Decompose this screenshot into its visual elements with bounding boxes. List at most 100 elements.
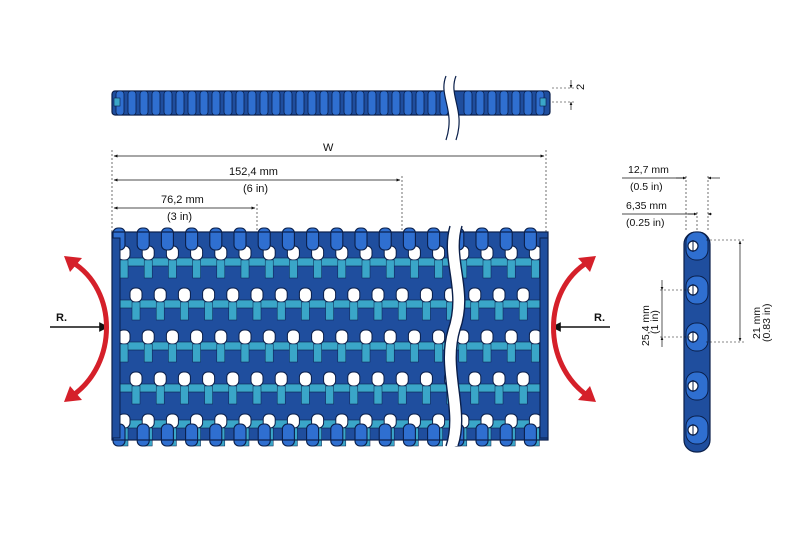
- belt-bottom-tooth: [209, 423, 223, 447]
- edge-segment: [475, 90, 485, 116]
- left-red-arrowhead-top: [64, 256, 82, 272]
- belt-opening: [395, 287, 409, 303]
- belt-bottom-tooth: [330, 423, 344, 447]
- belt-opening: [286, 329, 300, 345]
- belt-opening: [177, 371, 191, 387]
- edge-segment: [499, 90, 509, 116]
- side-pitch-in-label: (1 in): [649, 310, 661, 334]
- belt-opening: [480, 329, 494, 345]
- belt-connector: [531, 259, 540, 279]
- belt-connector: [410, 259, 419, 279]
- belt-bottom-tooth: [281, 423, 295, 447]
- belt-bottom-tooth: [160, 423, 174, 447]
- belt-opening: [226, 371, 240, 387]
- belt-top-tooth: [185, 227, 199, 251]
- width-label: W: [323, 142, 334, 154]
- edge-segment: [187, 90, 197, 116]
- edge-segment: [379, 90, 389, 116]
- belt-opening: [371, 287, 385, 303]
- belt-connector: [131, 301, 141, 321]
- edge-segment: [283, 90, 293, 116]
- left-red-arrowhead-bottom: [64, 386, 82, 402]
- belt-link-bar: [112, 341, 548, 351]
- belt-opening: [238, 329, 252, 345]
- belt-opening: [323, 371, 337, 387]
- width-dimension: W: [111, 142, 547, 250]
- right-force-label: R.: [594, 312, 605, 324]
- belt-connector: [458, 343, 468, 363]
- edge-segment: [235, 90, 245, 116]
- belt-connector: [482, 343, 492, 363]
- belt-connector: [410, 343, 419, 363]
- right-force: R.: [551, 256, 610, 402]
- belt-connector: [252, 385, 262, 405]
- belt-connector: [325, 301, 334, 321]
- edge-segment: [367, 90, 377, 116]
- edge-segment: [295, 90, 305, 116]
- edge-segment: [151, 90, 161, 116]
- belt-connector: [337, 343, 347, 363]
- belt-connector: [168, 259, 177, 279]
- belt-connector: [385, 259, 395, 279]
- belt-connector: [276, 301, 286, 321]
- edge-segment: [415, 90, 425, 116]
- belt-top-tooth: [402, 227, 416, 251]
- belt-opening: [323, 287, 337, 303]
- belt-connector: [434, 259, 443, 279]
- pitch-3in-dimension: 76,2 mm (3 in): [113, 194, 258, 236]
- belt-connector: [276, 385, 286, 405]
- belt-opening: [432, 329, 446, 345]
- belt-opening: [129, 371, 143, 387]
- belt-opening: [298, 371, 312, 387]
- edge-segment: [163, 90, 173, 116]
- belt-opening: [262, 329, 276, 345]
- belt-bottom-tooth: [402, 423, 416, 447]
- belt-connector: [361, 259, 371, 279]
- pitch-6in-mm-label: 152,4 mm: [229, 166, 278, 178]
- belt-top-tooth: [160, 227, 174, 251]
- belt-opening: [153, 371, 167, 387]
- belt-top-tooth: [136, 227, 150, 251]
- edge-thickness-label: 2: [575, 84, 587, 90]
- belt-opening: [226, 287, 240, 303]
- belt-opening: [214, 329, 228, 345]
- belt-top-tooth: [281, 227, 295, 251]
- belt-top-tooth: [330, 227, 344, 251]
- edge-segment: [355, 90, 365, 116]
- edge-segment: [403, 90, 413, 116]
- belt-connector: [313, 343, 322, 363]
- belt-connector: [349, 301, 359, 321]
- belt-bottom-tooth: [475, 423, 489, 447]
- belt-opening: [274, 371, 288, 387]
- belt-link-bar: [112, 419, 548, 429]
- belt-connector: [422, 301, 431, 321]
- belt-connector: [325, 385, 334, 405]
- pitch-6in-dimension: 152,4 mm (6 in): [113, 166, 403, 252]
- belt-top-tooth: [354, 227, 368, 251]
- belt-top-tooth: [499, 227, 513, 251]
- belt-connector: [228, 301, 238, 321]
- edge-segment: [391, 90, 401, 116]
- belt-opening: [298, 287, 312, 303]
- belt-connector: [240, 259, 250, 279]
- belt-connector: [119, 343, 129, 363]
- belt-top-tooth: [427, 227, 441, 251]
- belt-connector: [518, 301, 528, 321]
- belt-connector: [143, 259, 153, 279]
- edge-segment: [223, 90, 233, 116]
- belt-connector: [373, 385, 383, 405]
- belt-opening: [504, 329, 518, 345]
- belt-connector: [373, 301, 383, 321]
- belt-opening: [347, 371, 361, 387]
- belt-connector: [168, 343, 177, 363]
- edge-segment: [463, 90, 473, 116]
- belt-connector: [155, 385, 165, 405]
- belt-opening: [141, 329, 155, 345]
- belt-opening: [177, 287, 191, 303]
- belt-connector: [301, 385, 310, 405]
- belt-opening: [468, 371, 482, 387]
- belt-connector: [252, 301, 262, 321]
- belt-edge-view: [111, 75, 551, 141]
- belt-connector: [397, 385, 407, 405]
- belt-bottom-tooth: [233, 423, 247, 447]
